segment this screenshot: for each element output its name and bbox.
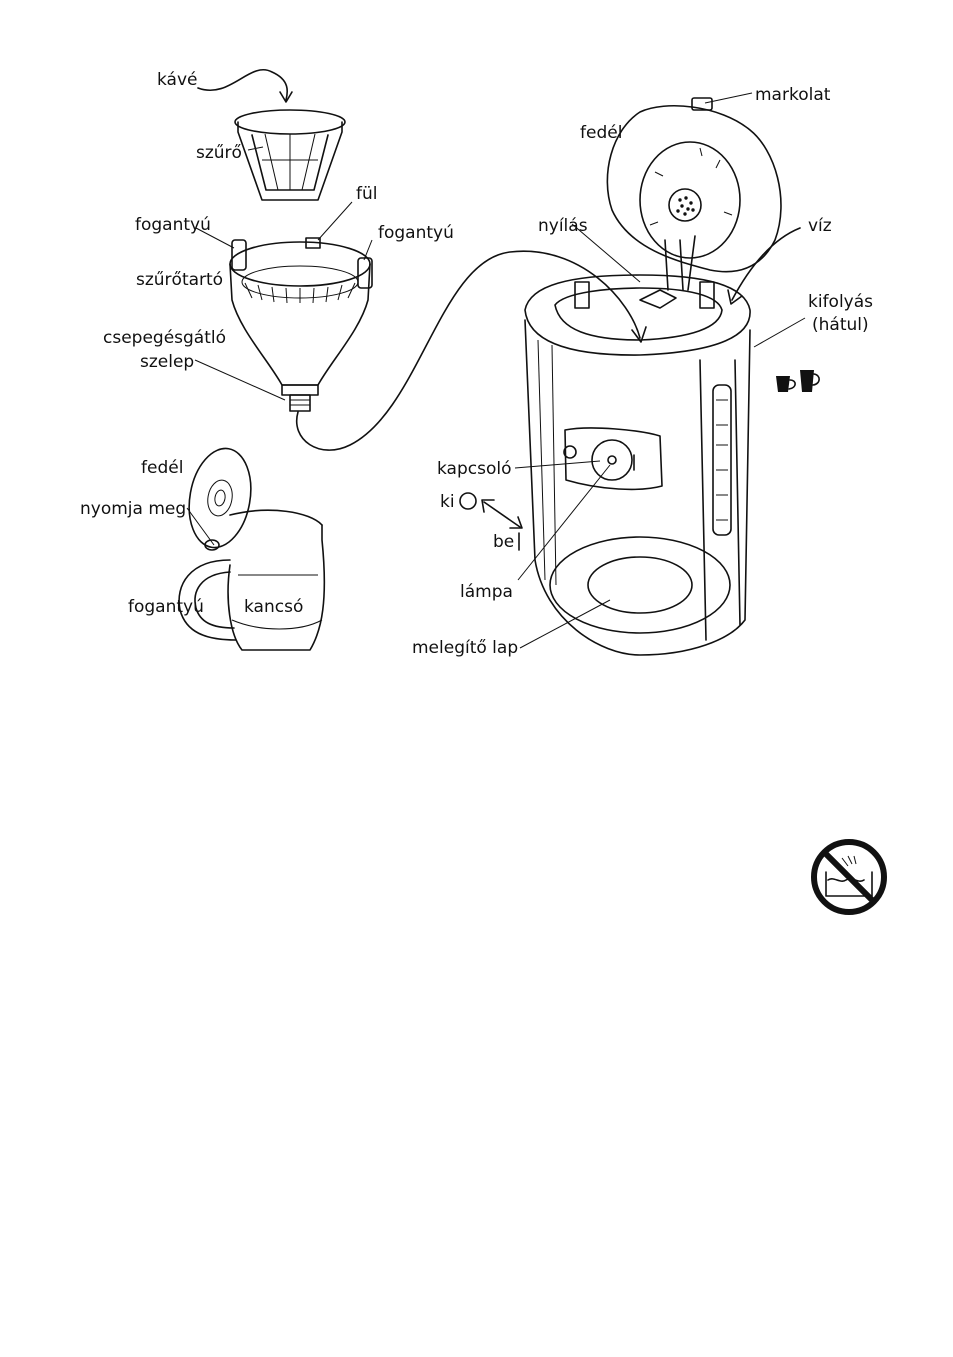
label-grip: markolat [755,85,831,105]
label-press: nyomja meg [80,499,186,519]
coffee-machine-illustration [525,98,781,655]
jug-illustration [179,444,324,650]
label-jug: kancsó [244,597,303,617]
cup-icons [776,370,819,392]
label-opening: nyílás [538,216,588,236]
label-jug-handle: fogantyú [128,597,204,617]
label-handle-right: fogantyú [378,223,454,243]
label-lamp: lámpa [460,582,513,602]
filter-illustration [235,110,345,200]
leader-lines [187,93,805,648]
label-handle-left: fogantyú [135,215,211,235]
label-anti-drip-1: csepegésgátló [103,328,226,348]
no-water-immersion-icon [814,842,884,912]
label-water: víz [808,216,832,236]
label-lid: fedél [580,123,622,143]
label-off: ki [440,492,455,512]
insert-arrow [297,251,646,450]
label-spout-1: kifolyás [808,292,873,312]
label-hot-plate: melegítő lap [412,638,518,658]
label-filter-holder: szűrőtartó [136,270,223,290]
label-coffee: kávé [157,70,197,90]
label-tab: fül [356,184,377,204]
label-anti-drip-2: szelep [140,352,194,372]
switch-direction-arrow [482,500,522,528]
label-jug-lid: fedél [141,458,183,478]
label-filter: szűrő [196,143,242,163]
off-symbol-icon [460,493,476,509]
coffee-arrow [198,70,292,102]
label-spout-2: (hátul) [812,315,869,335]
label-switch: kapcsoló [437,459,511,479]
label-on: be [493,532,514,552]
